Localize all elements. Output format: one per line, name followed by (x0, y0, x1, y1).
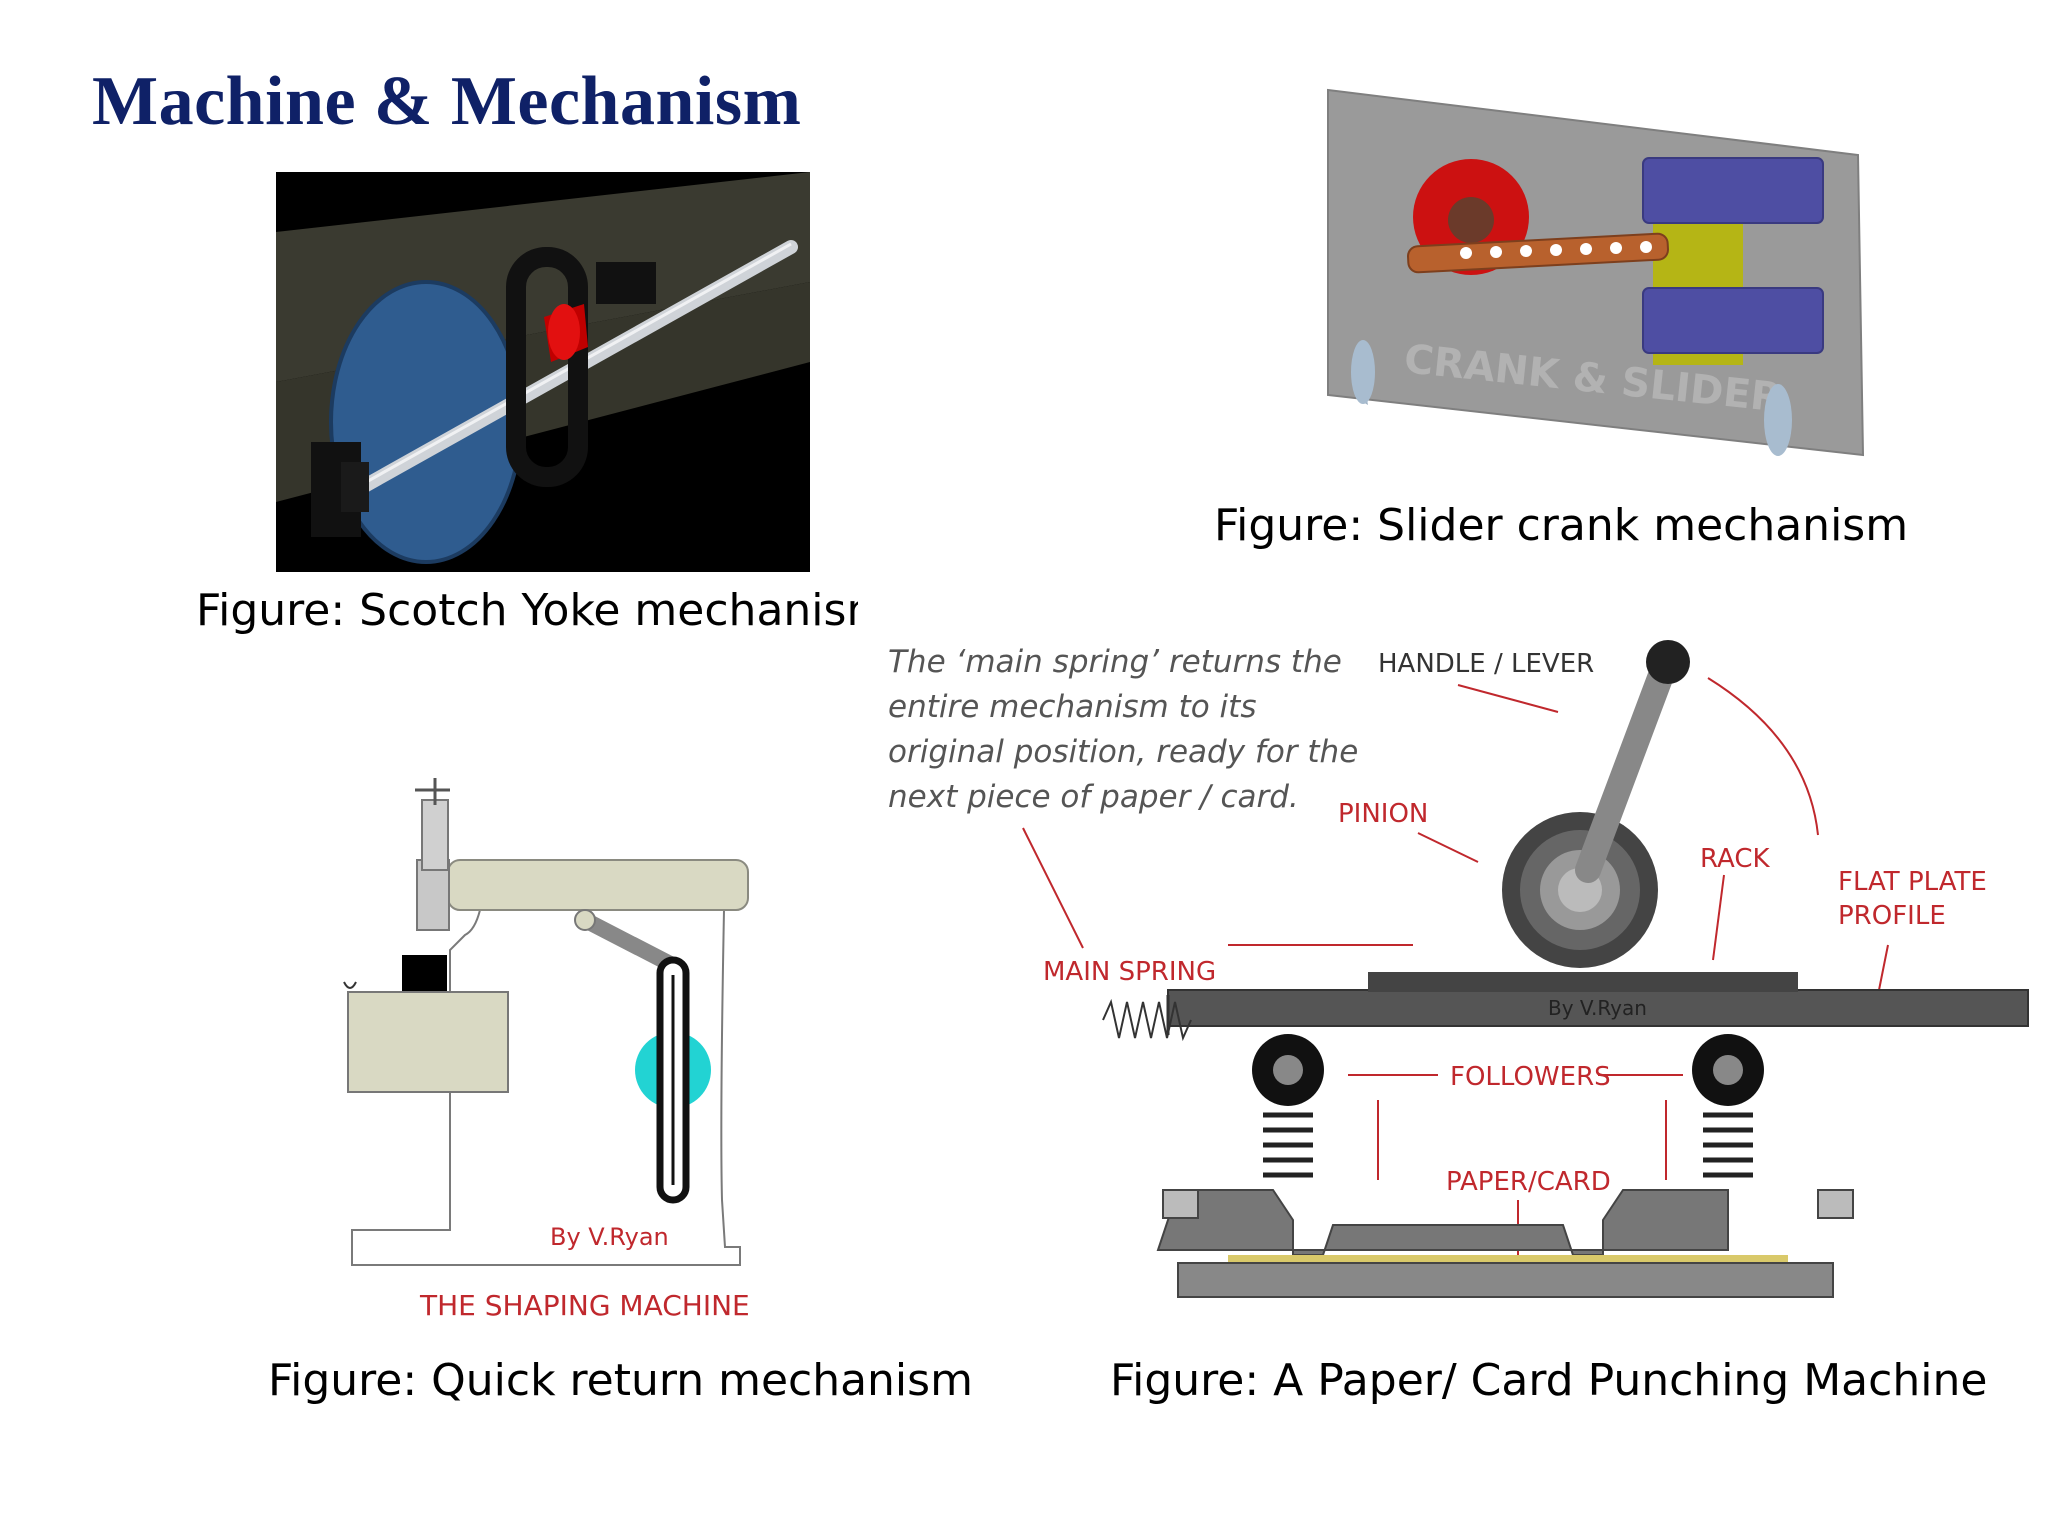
scotch-yoke-caption: Figure: Scotch Yoke mechanism (196, 585, 890, 636)
label-followers: FOLLOWERS (1450, 1062, 1611, 1092)
label-main-spring: MAIN SPRING (1043, 957, 1216, 987)
label-flat-plate: FLAT PLATE (1838, 867, 1987, 897)
shaping-machine-label: THE SHAPING MACHINE (419, 1289, 750, 1322)
note-line-3: original position, ready for the (888, 734, 1358, 770)
label-handle: HANDLE / LEVER (1378, 649, 1594, 679)
slider-crank-figure: CRANK & SLIDER (1327, 88, 1865, 457)
slider-crank-caption: Figure: Slider crank mechanism (1214, 500, 1909, 551)
punch-credit: By V.Ryan (1548, 996, 1647, 1020)
note-line-4: next piece of paper / card. (888, 779, 1299, 815)
label-rack: RACK (1700, 844, 1770, 874)
slide-title: Machine & Mechanism (92, 63, 802, 140)
label-pinion: PINION (1338, 799, 1428, 829)
punching-machine-figure: The ‘main spring’ returns the entire mec… (858, 600, 2040, 1328)
punching-machine-caption: Figure: A Paper/ Card Punching Machine (1110, 1355, 1988, 1406)
quick-return-caption: Figure: Quick return mechanism (268, 1355, 973, 1406)
quick-return-figure: By V.Ryan THE SHAPING MACHINE (330, 760, 760, 1330)
label-profile: PROFILE (1838, 901, 1946, 931)
note-line-1: The ‘main spring’ returns the (888, 644, 1342, 680)
scotch-yoke-figure (276, 172, 810, 572)
shaping-machine-credit: By V.Ryan (550, 1223, 669, 1251)
label-paper-card: PAPER/CARD (1446, 1167, 1611, 1197)
note-line-2: entire mechanism to its (888, 689, 1256, 725)
